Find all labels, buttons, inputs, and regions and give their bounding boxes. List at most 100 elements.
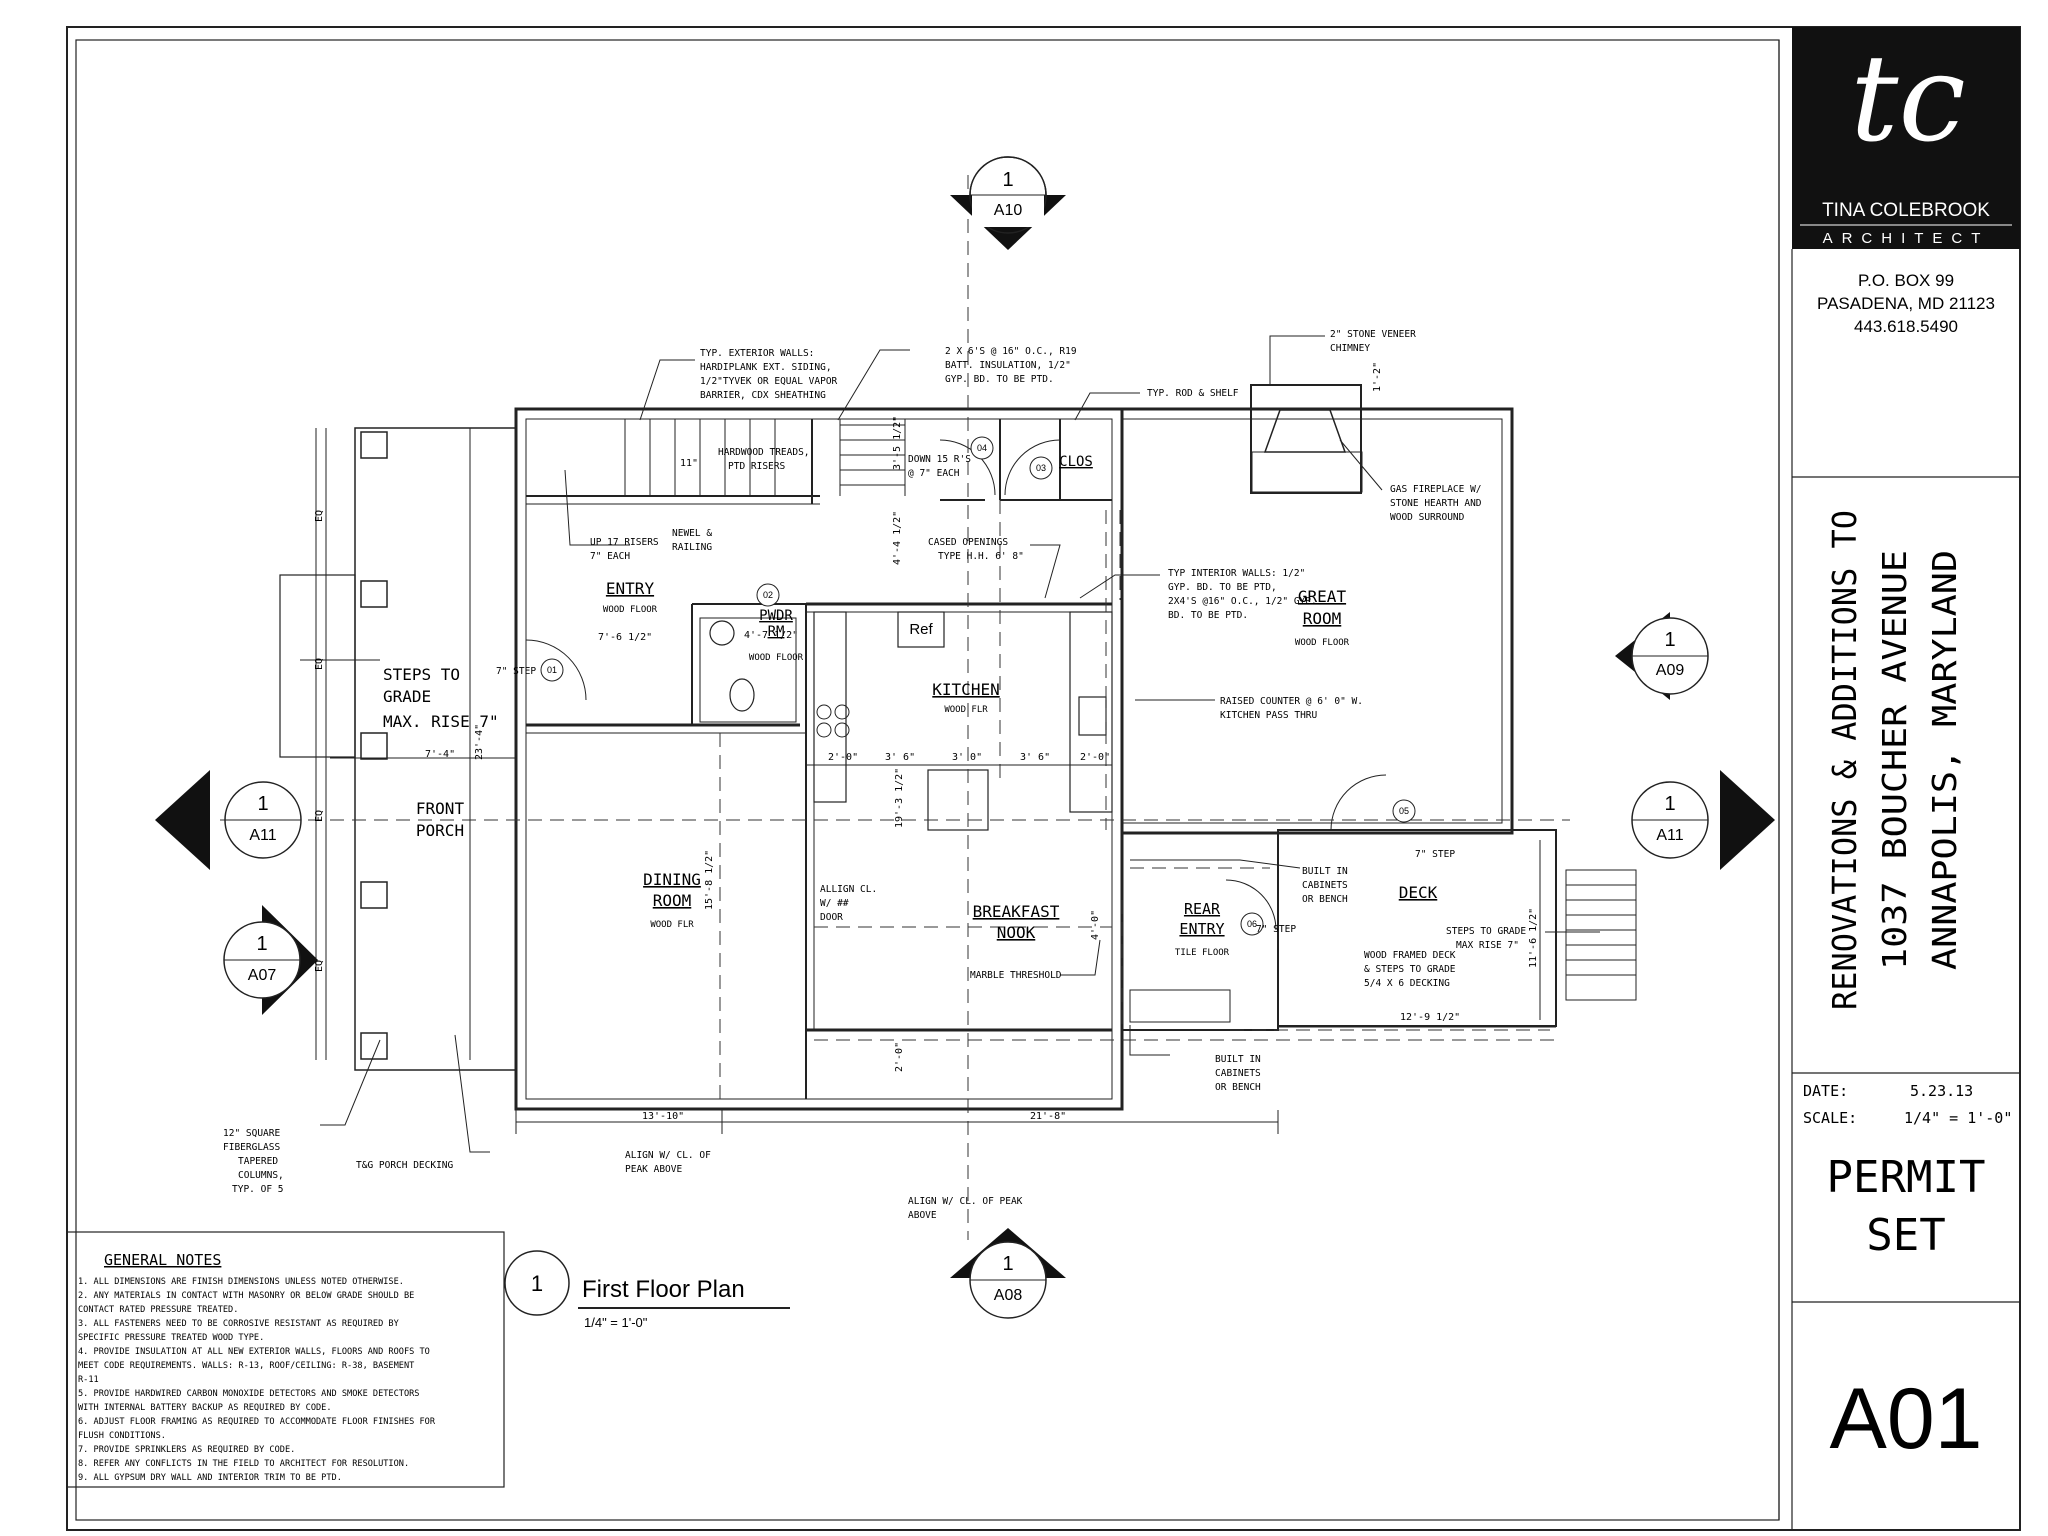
marker-number: 1 — [256, 933, 267, 955]
note-int-walls: 2X4'S @16" O.C., 1/2" GYP. — [1168, 596, 1317, 607]
note-newel: NEWEL & — [672, 528, 712, 539]
door-tag: 02 — [763, 590, 773, 600]
door-tag: 03 — [1036, 463, 1046, 473]
general-note-line: R-11 — [78, 1375, 99, 1385]
scale-value: 1/4" = 1'-0" — [1904, 1109, 2012, 1127]
note-built-in: CABINETS — [1215, 1068, 1261, 1079]
note-chimney: CHIMNEY — [1330, 343, 1370, 354]
note-built-in: OR BENCH — [1302, 894, 1348, 905]
date-value: 5.23.13 — [1910, 1082, 1973, 1100]
general-note-line: MEET CODE REQUIREMENTS. WALLS: R-13, ROO… — [78, 1361, 414, 1371]
general-note-line: 3. ALL FASTENERS NEED TO BE CORROSIVE RE… — [78, 1319, 400, 1329]
marker-number: 1 — [1002, 169, 1013, 191]
room-floor: WOOD FLOOR — [749, 653, 804, 663]
dimension-text: 11" 7'-6 1/2" 4'-7 1/2" 7'-4" 2'-0" 3' 6… — [314, 362, 1539, 1122]
general-note-line: SPECIFIC PRESSURE TREATED WOOD TYPE. — [78, 1333, 264, 1343]
general-note-line: 5. PROVIDE HARDWIRED CARBON MONOXIDE DET… — [78, 1389, 419, 1399]
general-note-line: 6. ADJUST FLOOR FRAMING AS REQUIRED TO A… — [78, 1417, 436, 1427]
door-tag: 04 — [977, 443, 987, 453]
note-align-door: ALLIGN CL. — [820, 884, 877, 895]
section-marker-a10[interactable]: 1 A10 — [950, 156, 1066, 250]
dim: 2'-0" — [1080, 752, 1110, 763]
sheet-border — [66, 26, 2021, 1531]
note-ext-walls: TYP. EXTERIOR WALLS: — [700, 348, 814, 359]
marker-sheet: A08 — [994, 1287, 1023, 1304]
dim: EQ — [314, 510, 325, 522]
note-stair-up: 7" EACH — [590, 551, 630, 562]
section-marker-a07[interactable]: 1 A07 — [223, 905, 318, 1015]
room-labels: ENTRY WOOD FLOOR PWDR RM WOOD FLOOR KITC… — [416, 454, 1438, 958]
room-name: RM — [768, 624, 785, 640]
door-tag: 06 — [1247, 919, 1257, 929]
note-align-peak: PEAK ABOVE — [625, 1164, 682, 1175]
drawing-title: 1 First Floor Plan 1/4" = 1'-0" — [504, 1250, 790, 1330]
general-note-line: 7. PROVIDE SPRINKLERS AS REQUIRED BY COD… — [78, 1445, 295, 1455]
general-notes-heading: GENERAL NOTES — [104, 1251, 221, 1269]
note-ceiling: BATT. INSULATION, 1/2" — [945, 360, 1071, 371]
note-deck-steps: STEPS TO GRADE — [1446, 926, 1526, 937]
note-newel: RAILING — [672, 542, 712, 553]
note-ceiling: GYP. BD. TO BE PTD. — [945, 374, 1054, 385]
section-marker-a09[interactable]: 1 A09 — [1615, 612, 1709, 700]
leader-lines — [300, 335, 1600, 1153]
note-ext-walls: 1/2"TYVEK OR EQUAL VAPOR — [700, 376, 838, 387]
marker-sheet: A10 — [994, 202, 1023, 219]
room-floor: WOOD FLOOR — [603, 605, 658, 615]
room-name: NOOK — [997, 923, 1036, 942]
note-step: 7" STEP — [1256, 924, 1296, 935]
dim: 4'-0" — [1090, 910, 1101, 940]
note-built-in: OR BENCH — [1215, 1082, 1261, 1093]
room-name: DINING — [643, 870, 701, 889]
note-cased: TYPE H.H. 6' 8" — [938, 551, 1024, 562]
note-ceiling: 2 X 6'S @ 16" O.C., R19 — [945, 346, 1077, 357]
note-stair-up: UP 17 RISERS — [590, 537, 659, 548]
note-ext-walls: HARDIPLANK EXT. SIDING, — [700, 362, 832, 373]
general-note-line: 4. PROVIDE INSULATION AT ALL NEW EXTERIO… — [78, 1347, 430, 1357]
dim: 15'-8 1/2" — [704, 850, 715, 910]
dim: EQ — [314, 810, 325, 822]
dim: EQ — [314, 960, 325, 972]
note-columns: TYP. OF 5 — [232, 1184, 283, 1195]
room-floor: WOOD FLR — [650, 920, 694, 930]
note-deck-framing: & STEPS TO GRADE — [1364, 964, 1456, 975]
marker-number: 1 — [257, 793, 268, 815]
room-name: ROOM — [1303, 609, 1342, 628]
section-marker-a08[interactable]: 1 A08 — [950, 1228, 1066, 1319]
address-line: PASADENA, MD 21123 — [1817, 294, 1995, 313]
general-note-line: FLUSH CONDITIONS. — [78, 1431, 166, 1441]
dim: 21'-8" — [1030, 1111, 1066, 1122]
door-tags: 01 02 03 04 05 06 — [540, 436, 1416, 936]
room-name: BREAKFAST — [973, 902, 1060, 921]
room-name: GREAT — [1298, 587, 1347, 606]
note-align-peak: ABOVE — [908, 1210, 937, 1221]
hidden-lines — [220, 175, 1570, 1240]
address-line: P.O. BOX 99 — [1858, 271, 1954, 290]
set-title: PERMIT — [1827, 1152, 1986, 1203]
door-tag: 01 — [547, 665, 557, 675]
note-deck-framing: WOOD FRAMED DECK — [1364, 950, 1456, 961]
project-line: 1037 BOUCHER AVENUE — [1875, 550, 1914, 970]
section-marker-a11-left[interactable]: 1 A11 — [155, 770, 302, 870]
drawing-number: 1 — [531, 1271, 543, 1296]
note-steps-grade: MAX. RISE 7" — [383, 712, 499, 731]
firm-logo: tc — [1850, 30, 1965, 169]
dim: 12'-9 1/2" — [1400, 1012, 1460, 1023]
note-align-peak: ALIGN W/ CL. OF PEAK — [908, 1196, 1023, 1207]
note-cased: CASED OPENINGS — [928, 537, 1008, 548]
dim: 11" — [680, 458, 698, 469]
project-line: ANNAPOLIS, MARYLAND — [1925, 550, 1964, 970]
note-steps-grade: STEPS TO — [383, 665, 460, 684]
note-built-in: CABINETS — [1302, 880, 1348, 891]
dimension-lines — [315, 428, 1556, 1134]
date-label: DATE: — [1803, 1082, 1848, 1100]
marker-sheet: A11 — [1656, 827, 1683, 844]
note-columns: FIBERGLASS — [223, 1142, 280, 1153]
note-porch-decking: T&G PORCH DECKING — [356, 1160, 454, 1171]
dim: 3' 6" — [885, 752, 915, 763]
scale-label: SCALE: — [1803, 1109, 1857, 1127]
section-marker-a11-right[interactable]: 1 A11 — [1631, 770, 1775, 870]
dim: 19'-3 1/2" — [894, 768, 905, 828]
address-line: 443.618.5490 — [1854, 317, 1958, 336]
note-rod-shelf: TYP. ROD & SHELF — [1147, 388, 1239, 399]
